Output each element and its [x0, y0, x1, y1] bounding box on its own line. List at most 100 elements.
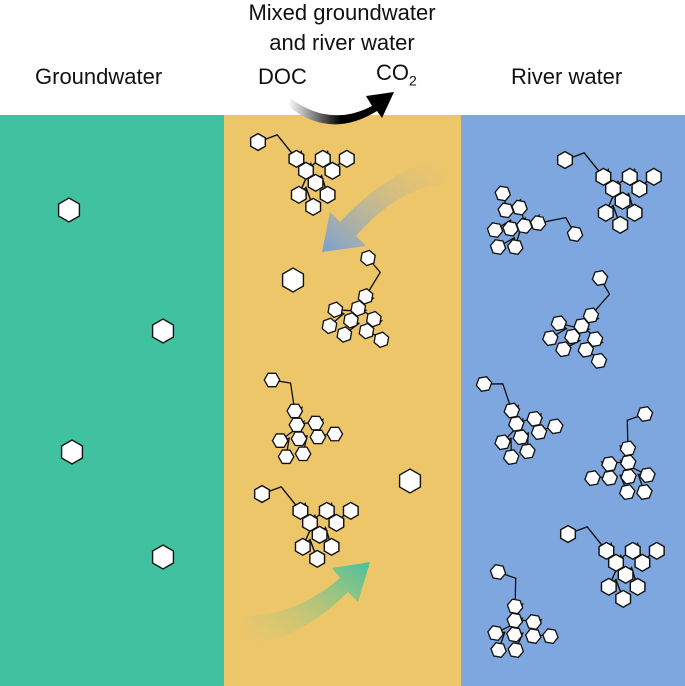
molecule-ring [249, 132, 267, 152]
chain-layer [249, 132, 665, 659]
molecule-ring [309, 549, 326, 569]
molecule-ring [600, 577, 617, 597]
doc-molecule-icon [559, 524, 665, 609]
molecule-ring [573, 317, 590, 334]
doc-hexagon-icon [398, 468, 422, 494]
doc-to-co2-arrow-icon [288, 92, 394, 125]
co2-subscript: 2 [409, 72, 417, 89]
molecule-ring [566, 226, 584, 242]
molecule-ring [489, 564, 507, 580]
molecule-ring [318, 501, 335, 521]
mixed-water-label-line2: and river water [269, 30, 415, 55]
molecule-ring [619, 440, 637, 457]
molecule-ring [636, 406, 654, 422]
molecule-ring [604, 179, 622, 199]
doc-molecule-icon [475, 376, 564, 466]
molecule-ring [564, 328, 581, 345]
molecule-ring [311, 525, 328, 545]
molecule-ring [614, 191, 631, 211]
molecule-ring [591, 270, 609, 286]
molecule-ring [290, 185, 307, 205]
molecule-ring [309, 429, 327, 445]
doc-hexagon-icon [57, 197, 81, 223]
molecule-ring [502, 449, 520, 466]
green-outflow-arrow-icon [244, 562, 370, 646]
molecule-ring [319, 185, 336, 205]
blue-inflow-arrow-icon [322, 156, 444, 252]
molecule-ring [619, 454, 637, 471]
molecule-ring [288, 417, 306, 433]
molecule-ring [490, 642, 507, 659]
molecule-ring [577, 341, 595, 358]
molecule-ring [336, 326, 353, 343]
molecule-ring [507, 415, 525, 432]
molecule-ring [342, 312, 359, 329]
doc-molecule-icon [253, 484, 359, 569]
molecule-ring [338, 149, 355, 169]
doc-molecule-icon [556, 150, 662, 235]
molecule-ring [487, 625, 504, 642]
molecule-ring [277, 449, 295, 465]
molecule-ring [324, 161, 341, 181]
molecule-ring [342, 501, 359, 521]
doc-hexagon-icon [151, 318, 175, 344]
molecule-ring [321, 317, 338, 335]
molecule-ring [629, 577, 646, 597]
molecule-ring [550, 315, 568, 332]
molecule-ring [292, 501, 309, 521]
molecule-ring [541, 330, 559, 347]
molecule-ring [365, 310, 382, 328]
doc-molecule-icon [249, 132, 355, 217]
groundwater-label: Groundwater [35, 64, 163, 89]
molecule-ring [506, 612, 524, 629]
molecule-ring [612, 215, 629, 235]
molecule-ring [506, 626, 523, 643]
molecule-ring [305, 197, 322, 217]
molecule-ring [307, 173, 324, 193]
molecule-ring [515, 217, 533, 234]
doc-molecule-icon [263, 372, 344, 465]
molecule-ring [626, 203, 643, 223]
molecule-ring [357, 287, 374, 305]
molecule-ring [601, 455, 618, 472]
molecule-ring [621, 167, 638, 187]
molecule-ring [617, 565, 634, 585]
molecule-ring [595, 167, 612, 187]
molecule-ring [506, 239, 524, 256]
molecule-ring [373, 331, 390, 349]
molecule-ring [648, 541, 665, 561]
molecule-ring [634, 553, 651, 573]
molecule-ring [582, 307, 600, 324]
molecule-ring [598, 541, 615, 561]
molecule-ring [525, 613, 542, 630]
molecule-ring [314, 149, 331, 169]
doc-hexagon-icon [281, 267, 305, 293]
mixed-water-label-line1: Mixed groundwater [248, 0, 436, 25]
molecule-ring [618, 484, 636, 501]
molecule-ring [556, 150, 574, 170]
molecule-ring [530, 424, 548, 441]
molecule-ring [512, 429, 530, 446]
molecule-ring [555, 341, 572, 358]
molecule-ring [620, 468, 637, 485]
molecule-ring [597, 203, 614, 223]
molecule-ring [601, 470, 619, 487]
molecule-ring [607, 553, 625, 573]
molecule-ring [294, 537, 311, 557]
molecule-ring [327, 301, 344, 319]
molecule-ring [494, 434, 511, 451]
molecule-ring [529, 215, 547, 232]
molecule-ring [645, 167, 662, 187]
molecule-ring [542, 628, 559, 645]
hexagon-layer [57, 197, 422, 570]
molecule-ring [307, 415, 325, 431]
molecule-ring [486, 222, 504, 239]
molecule-ring [511, 199, 528, 216]
molecule-ring [489, 238, 507, 255]
molecule-ring [546, 418, 564, 435]
molecule-ring [502, 220, 519, 237]
molecule-ring [328, 513, 345, 533]
doc-hexagon-icon [151, 544, 175, 570]
doc-molecule-icon [487, 564, 559, 659]
